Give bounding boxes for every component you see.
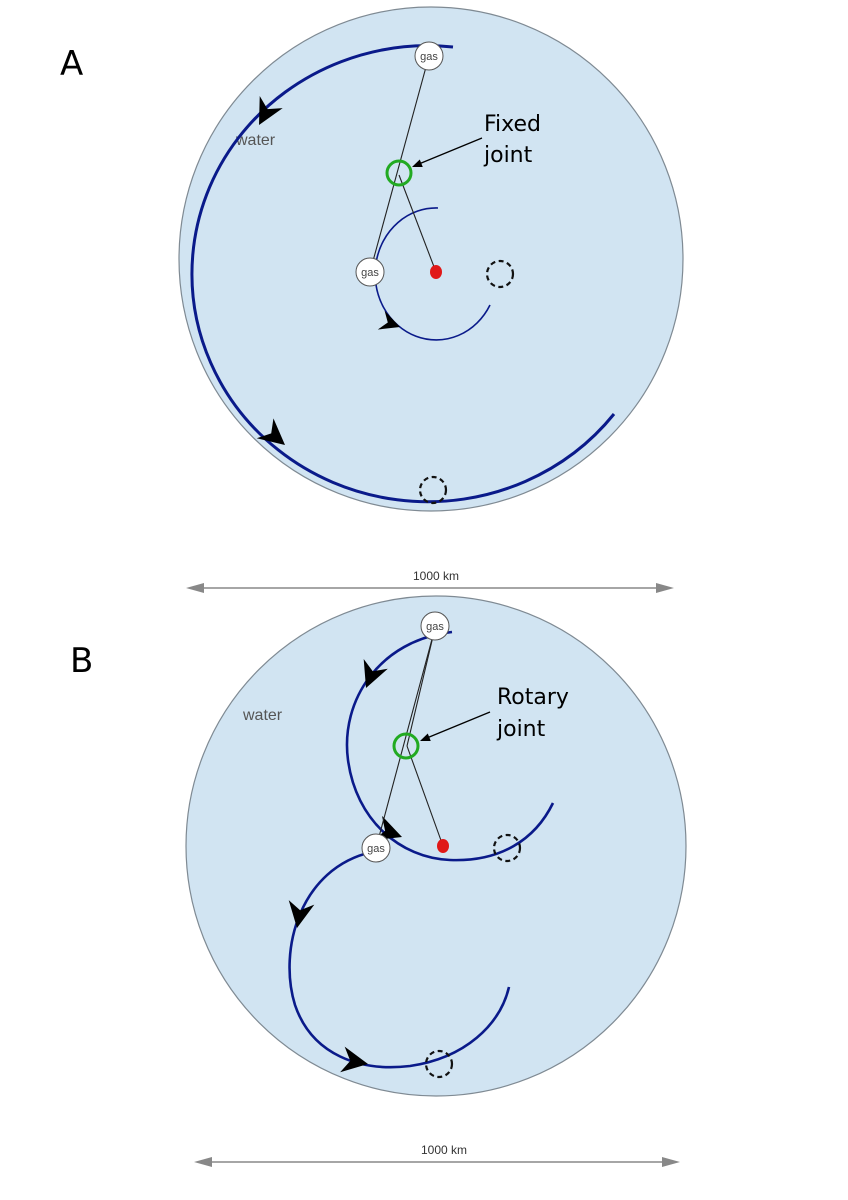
rotary-joint-b — [392, 732, 420, 760]
joint-pointer-a — [413, 137, 483, 167]
water-disk-b — [185, 595, 687, 1097]
center-marker-b — [437, 839, 449, 853]
target-circle-a-right — [485, 259, 515, 289]
rod-a-2 — [398, 174, 437, 273]
gas-ball-b-bottom — [361, 833, 391, 863]
gas-label-a-bottom: gas — [361, 267, 379, 279]
arrowhead-a2 — [256, 418, 285, 445]
upper-trajectory-b — [345, 630, 555, 862]
joint-label-b-line1: Rotary — [497, 685, 569, 710]
fixed-joint-a — [385, 159, 413, 187]
arrowhead-b1 — [363, 659, 388, 688]
arrowhead-b4 — [340, 1046, 368, 1073]
gas-label-b-bottom: gas — [367, 843, 385, 855]
scale-head-a-right — [656, 583, 674, 593]
panel-b: B water gas gas Rotary joint — [70, 595, 687, 1167]
scale-head-b-left — [194, 1157, 212, 1167]
gas-label-a-top: gas — [420, 51, 438, 63]
arrowhead-b3 — [288, 900, 315, 928]
water-label-b: water — [242, 707, 283, 724]
panel-letter-b: B — [70, 641, 93, 681]
gas-ball-a-top — [414, 41, 444, 71]
gas-ball-b-top — [420, 611, 450, 641]
joint-label-a-line1: Fixed — [484, 112, 541, 137]
panel-letter-a: A — [60, 44, 83, 84]
small-trajectory-a — [374, 207, 491, 341]
rod-b-2 — [406, 745, 444, 847]
scale-head-b-right — [662, 1157, 680, 1167]
rod-a-1 — [369, 55, 430, 273]
gas-label-b-top: gas — [426, 621, 444, 633]
target-circle-a-bottom — [418, 475, 448, 505]
arrowhead-a3 — [377, 310, 400, 330]
pointer-head-a — [412, 159, 423, 167]
pointer-head-b — [420, 733, 431, 741]
center-marker-a — [430, 265, 442, 279]
joint-label-a-line2: joint — [483, 143, 533, 168]
target-circle-b-bottom — [424, 1049, 454, 1079]
target-circle-b-right — [492, 833, 522, 863]
panel-a: A water gas gas Fixed joint 1000 km — [60, 6, 684, 593]
scale-label-b: 1000 km — [421, 1143, 467, 1157]
rod-b-1 — [375, 627, 436, 849]
gas-ball-a-bottom — [355, 257, 385, 287]
joint-label-b-line2: joint — [496, 717, 546, 742]
scale-label-a: 1000 km — [413, 569, 459, 583]
scale-head-a-left — [186, 583, 204, 593]
lower-trajectory-b — [288, 850, 511, 1069]
joint-pointer-b — [421, 711, 491, 741]
large-trajectory-a — [190, 44, 616, 504]
arrowhead-b2 — [373, 815, 402, 841]
arrowhead-a1 — [259, 95, 283, 125]
water-label-a: water — [235, 132, 276, 149]
rod-b-3 — [406, 627, 436, 747]
